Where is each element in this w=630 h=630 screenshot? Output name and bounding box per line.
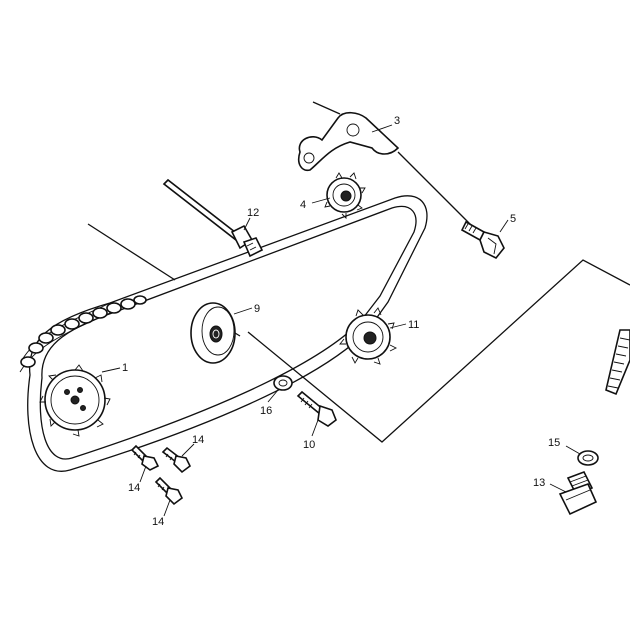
callout-3: 3 (394, 115, 400, 127)
bracket-part-3 (297, 111, 400, 172)
callout-13: 13 (533, 477, 545, 489)
leader-lines (101, 124, 581, 517)
callout-1: 1 (122, 362, 128, 374)
bolt-part-10 (296, 390, 337, 427)
sprocket-part-11 (339, 307, 398, 365)
callout-4: 4 (300, 199, 306, 211)
callout-15: 15 (548, 437, 560, 449)
bolt-part-5 (460, 220, 505, 260)
crank-sprocket-part-1 (39, 364, 111, 437)
bolt-part-14-c (154, 476, 184, 506)
callout-9: 9 (254, 303, 260, 315)
sprocket-part-4 (324, 172, 366, 220)
case-outline (87, 101, 630, 443)
callout-11: 11 (408, 319, 419, 331)
callout-12: 12 (247, 207, 259, 219)
timing-chain (19, 195, 428, 472)
chain-links (20, 295, 147, 368)
callout-16: 16 (260, 405, 272, 417)
callout-labels: 1 3 4 5 9 10 11 12 13 14 14 14 15 16 (122, 115, 560, 528)
callout-14-b: 14 (128, 482, 140, 494)
callout-14-c: 14 (152, 516, 164, 528)
bolt-part-14-b (161, 446, 192, 474)
washer-part-16 (273, 375, 293, 391)
washer-part-15 (577, 450, 599, 466)
plug-part-13 (558, 470, 598, 516)
callout-5: 5 (510, 213, 516, 225)
callout-10: 10 (303, 439, 315, 451)
callout-14-a: 14 (192, 434, 204, 446)
pin-part-12 (162, 178, 264, 258)
bolt-part-14-a (130, 444, 160, 471)
threaded-rod (605, 329, 630, 396)
guide-roller-part-9 (190, 302, 236, 364)
